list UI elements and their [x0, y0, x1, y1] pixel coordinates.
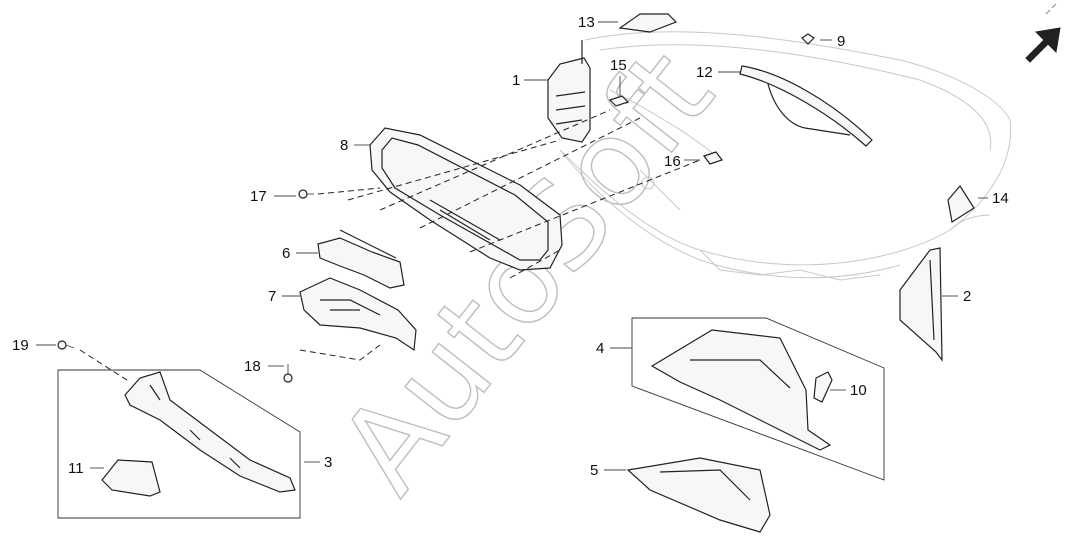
callout-4: 4: [596, 340, 604, 357]
callout-14: 14: [992, 190, 1009, 207]
assembly-lines: [79, 109, 701, 383]
callout-13: 13: [578, 14, 595, 31]
callout-19: 19: [12, 337, 29, 354]
part-10-latch: [813, 371, 833, 403]
callout-16: 16: [664, 153, 681, 170]
part-19-screw: [57, 340, 75, 350]
part-4-glove-box: [650, 329, 832, 451]
part-13-vent-cover: [618, 13, 678, 33]
dashboard-outline: [559, 31, 1012, 281]
callout-7: 7: [268, 288, 276, 305]
arrow-up-right-icon: [1025, 3, 1061, 63]
callout-18: 18: [244, 358, 261, 375]
callout-11: 11: [68, 460, 84, 477]
callout-8: 8: [340, 137, 348, 154]
group-box-3: [57, 369, 301, 519]
callout-1: 1: [512, 72, 520, 89]
callout-6: 6: [282, 245, 290, 262]
part-3-lower-panel: [124, 371, 296, 493]
callout-15: 15: [610, 57, 627, 74]
callout-10: 10: [850, 382, 867, 399]
part-1-side-duct: [547, 40, 591, 143]
part-18-screw: [283, 364, 293, 383]
callout-12: 12: [696, 64, 713, 81]
part-16-clip: [703, 151, 723, 165]
part-17-screw: [298, 189, 314, 199]
part-15-clip: [608, 95, 630, 107]
part-5-glove-box-lid: [626, 457, 771, 533]
callout-9: 9: [837, 33, 845, 50]
part-11-pocket: [101, 459, 161, 497]
part-2-side-panel: [899, 247, 943, 362]
part-7-lower-cover: [299, 277, 417, 352]
group-box-4: [631, 317, 885, 481]
callout-2: 2: [963, 288, 971, 305]
part-12-defroster-grille: [739, 65, 873, 147]
part-9-clip: [801, 33, 815, 45]
callout-3: 3: [324, 454, 332, 471]
part-14-side-cover: [947, 184, 975, 223]
leader-lines: [36, 21, 988, 471]
callout-17: 17: [250, 188, 267, 205]
callout-labels: 13 1 15 9 12 8 16 17 14 6 2 7 19 4 18 10…: [12, 14, 1009, 479]
callout-5: 5: [590, 462, 598, 479]
part-8-bezel-frame: [369, 127, 563, 271]
part-6-upper-cover: [317, 229, 405, 289]
